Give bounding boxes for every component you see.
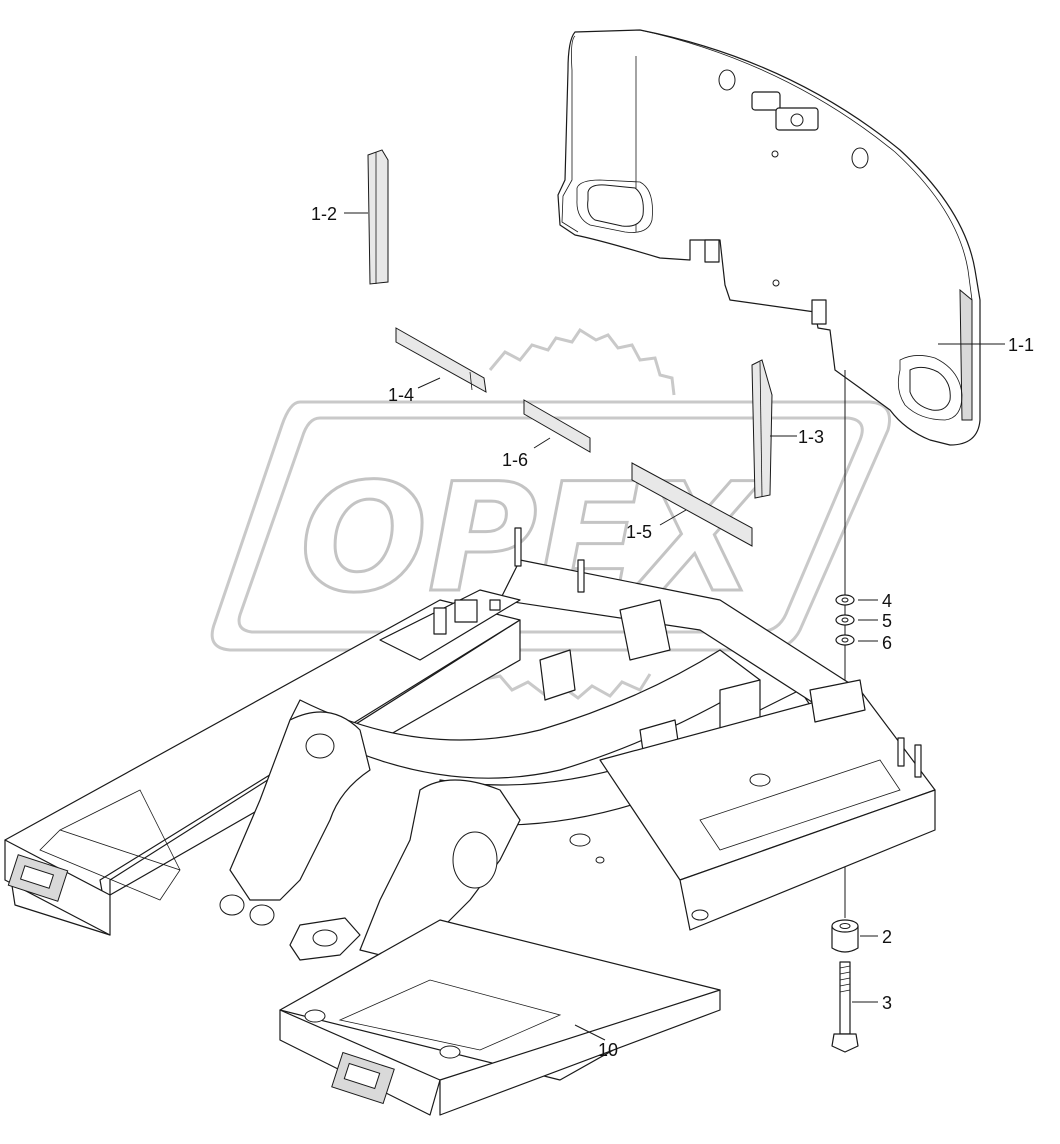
callout-3: 3: [882, 993, 892, 1013]
bolt-3: [831, 961, 859, 1053]
plate-1-5: [631, 462, 753, 547]
callout-labels: 1-2 1-1 1-3 1-4 1-6 1-5 4 5 6 2 3 10: [311, 204, 1034, 1060]
callout-1-3: 1-3: [798, 427, 824, 447]
counterweight-1-1: [557, 29, 981, 446]
callout-2: 2: [882, 927, 892, 947]
callout-4: 4: [882, 591, 892, 611]
callout-6: 6: [882, 633, 892, 653]
washers: [835, 594, 855, 646]
callout-1-6: 1-6: [502, 450, 528, 470]
plate-1-3: [751, 359, 773, 499]
plate-1-4: [395, 327, 487, 393]
spacer-2: [831, 919, 859, 953]
main-frame-10: [4, 527, 936, 1116]
watermark-logo: OPEX: [210, 327, 891, 700]
callout-1-1: 1-1: [1008, 335, 1034, 355]
leader-lines: [344, 212, 1005, 1041]
callout-10: 10: [598, 1040, 618, 1060]
callout-5: 5: [882, 611, 892, 631]
watermark-gear: [488, 327, 676, 396]
callout-1-5: 1-5: [626, 522, 652, 542]
plate-1-2: [367, 149, 389, 285]
plate-1-6: [523, 399, 591, 453]
callout-1-2: 1-2: [311, 204, 337, 224]
callout-1-4: 1-4: [388, 385, 414, 405]
